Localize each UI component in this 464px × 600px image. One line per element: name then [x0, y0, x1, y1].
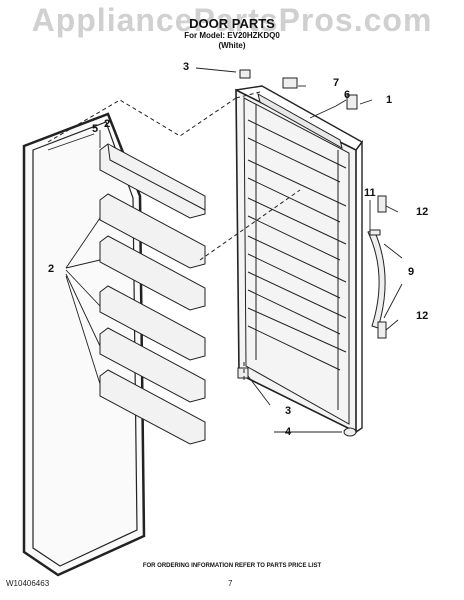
door-assembly	[235, 85, 364, 434]
top-hinge-part	[239, 69, 251, 79]
callout-4: 4	[285, 426, 292, 438]
door-handle	[367, 229, 386, 329]
callout-5: 5	[92, 123, 99, 135]
hinge-pin-part	[343, 427, 357, 437]
callout-3-bottom: 3	[285, 405, 292, 417]
trim-cap-part	[282, 77, 298, 89]
model-line: For Model: EV20HZKDQ0	[184, 31, 280, 40]
ordering-note: FOR ORDERING INFORMATION REFER TO PARTS …	[142, 563, 322, 569]
callout-2-top: 2	[104, 118, 111, 130]
color-line: (White)	[218, 41, 246, 50]
handle-cap-bottom-part	[377, 321, 387, 339]
callout-7: 7	[333, 77, 340, 89]
callout-6: 6	[344, 89, 351, 101]
hinge-cover-part	[346, 94, 358, 110]
page-number: 7	[228, 579, 233, 588]
diagram-title: DOOR PARTS	[189, 16, 275, 31]
callout-11: 11	[364, 187, 376, 199]
callout-leaders	[47, 67, 403, 433]
callout-1: 1	[386, 94, 393, 106]
document-number: W10406463	[6, 579, 50, 588]
callout-9: 9	[408, 266, 415, 278]
handle-cap-top-part	[377, 195, 387, 213]
callout-3-top: 3	[183, 61, 190, 73]
watermark: AppliancePartsPros.com	[31, 2, 433, 38]
door-gasket	[22, 112, 146, 577]
handle-screw-part	[369, 229, 381, 236]
callout-12-top: 12	[416, 206, 429, 218]
callout-12-bottom: 12	[416, 310, 429, 322]
door-bins	[99, 143, 206, 445]
bottom-hinge-part	[237, 367, 249, 379]
callout-2-group: 2	[48, 263, 55, 275]
assembly-guide-lines	[47, 91, 301, 380]
